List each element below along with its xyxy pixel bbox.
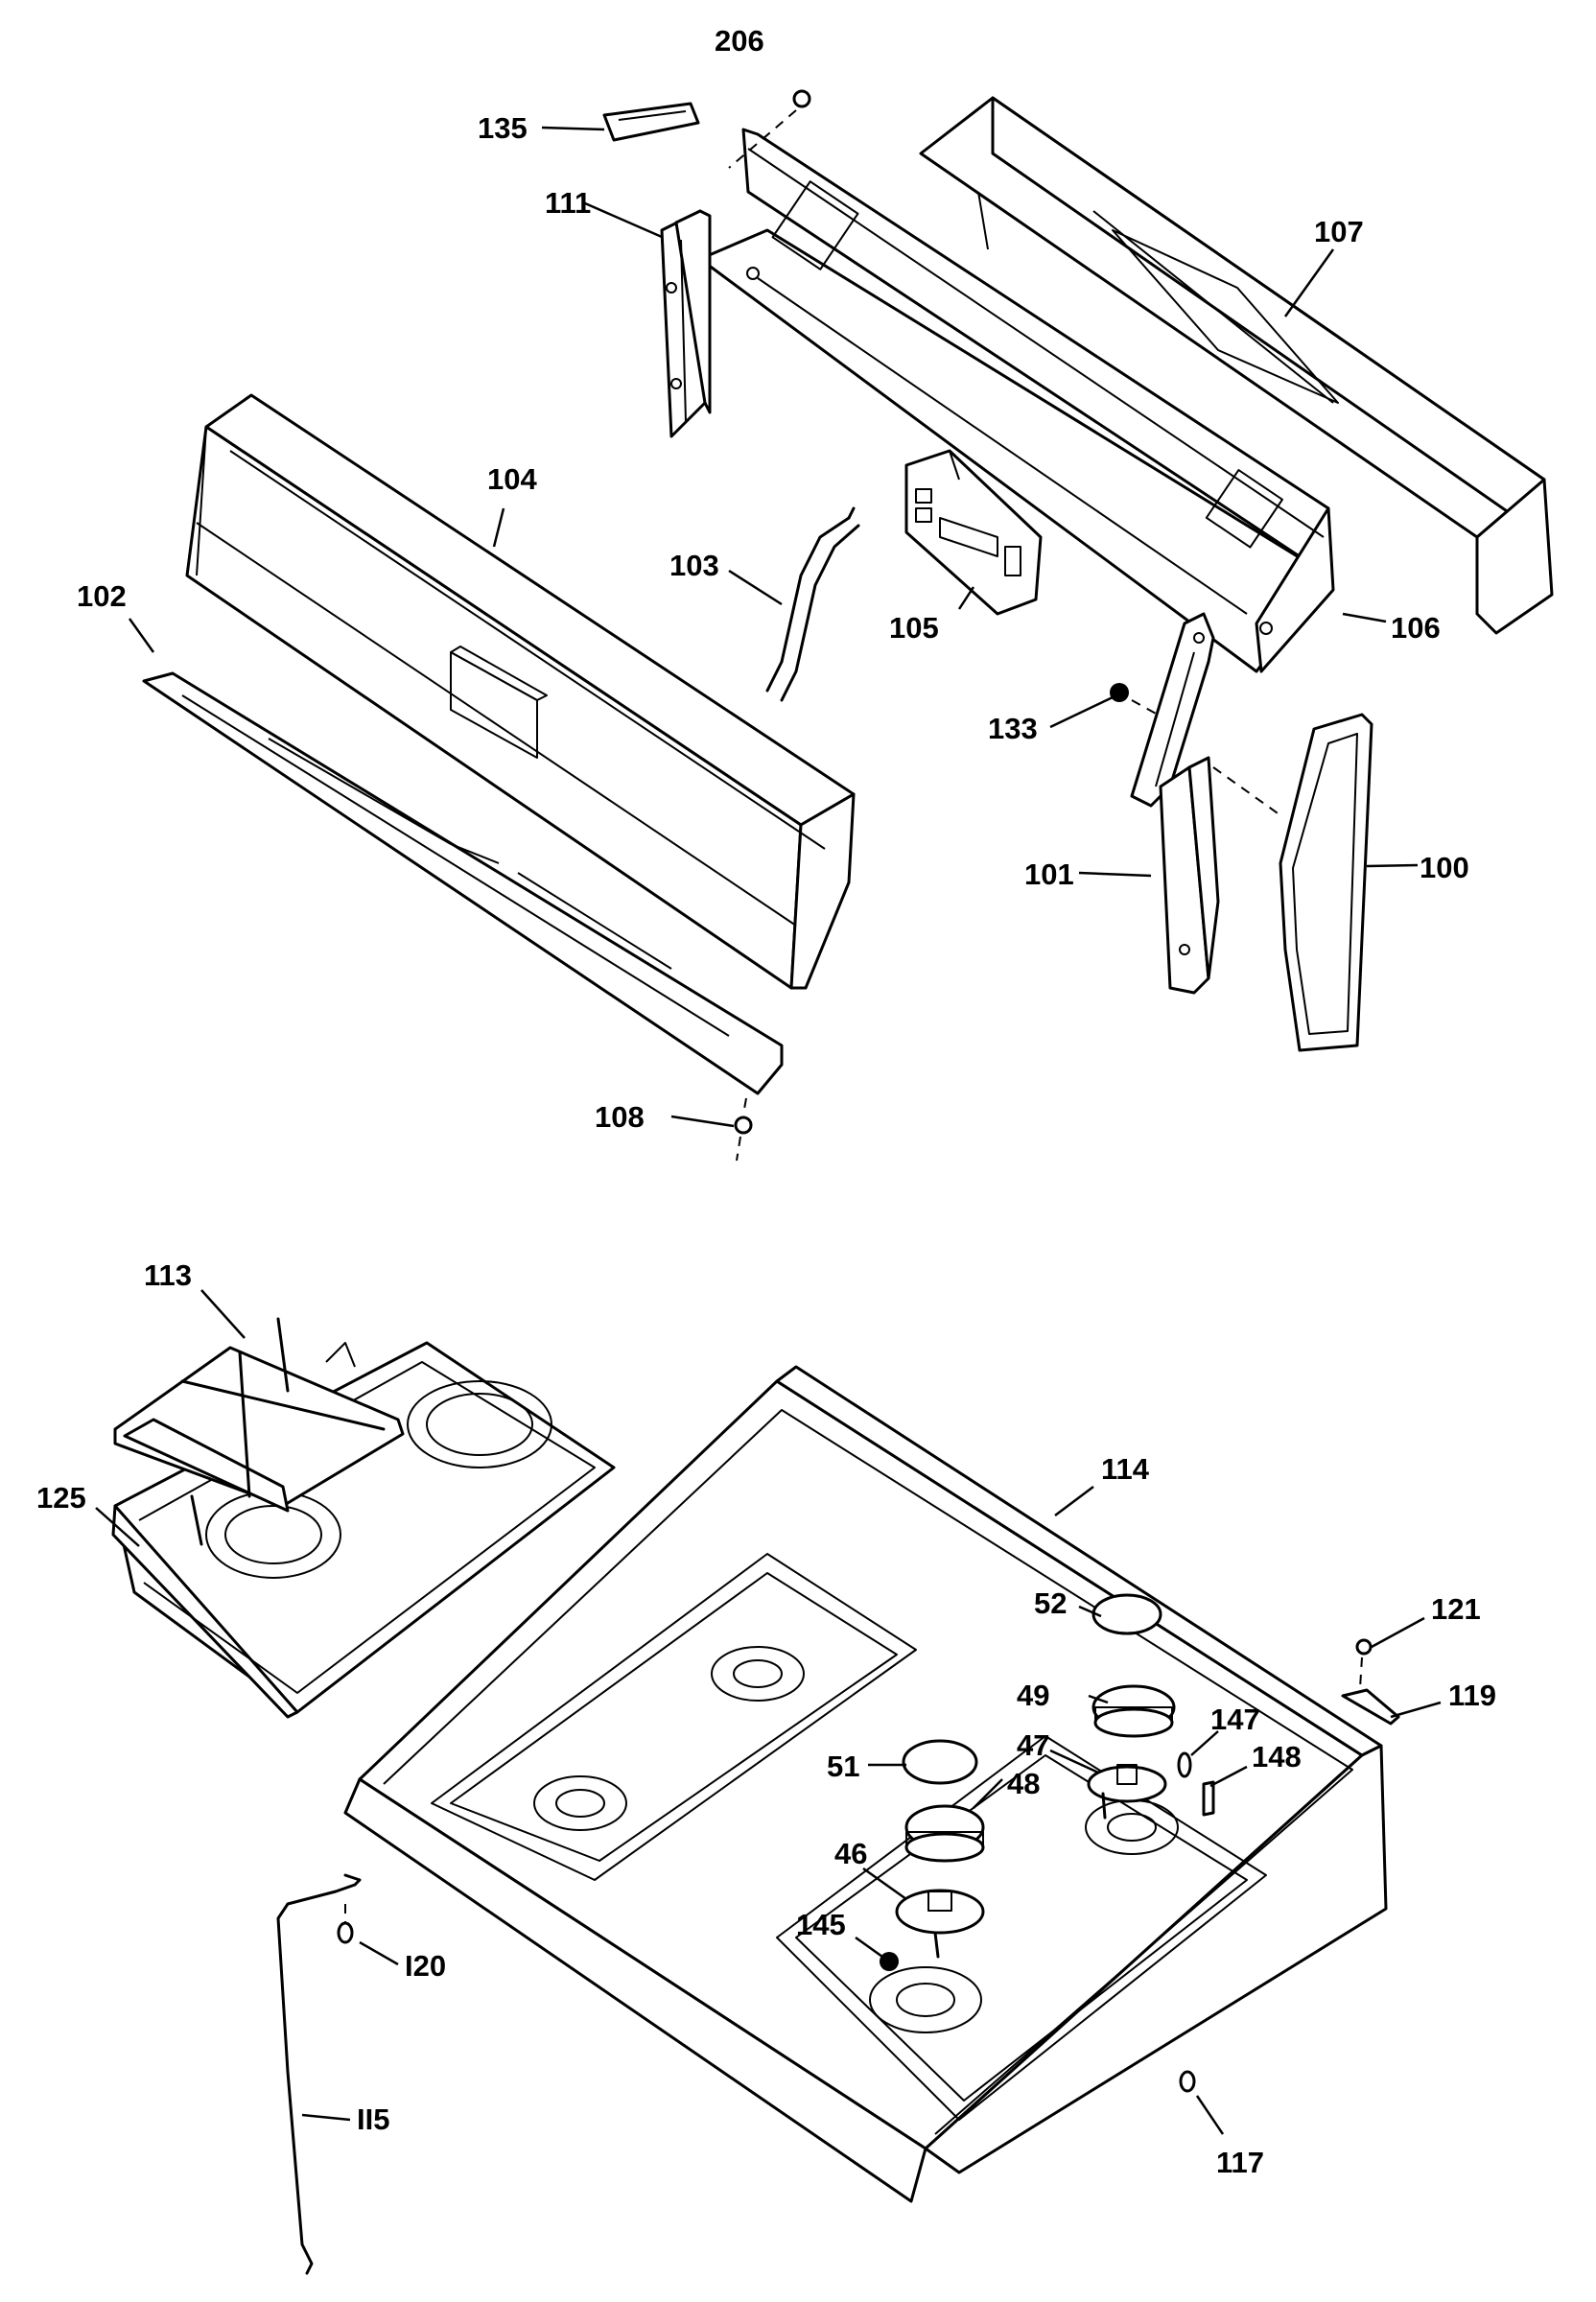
part-148-igniter [1202,1780,1215,1817]
part-102-trim [142,671,784,1095]
label-120: I20 [405,1949,446,1983]
part-107-top-cover [919,96,1554,635]
label-114: 114 [1101,1452,1150,1486]
part-119-bracket [1341,1688,1400,1726]
part-135-bracket [602,102,700,142]
label-51: 51 [827,1750,859,1783]
label-108: 108 [595,1100,645,1134]
label-115: II5 [357,2102,389,2136]
part-108-screw [734,1097,753,1162]
part-51-burner-cap [902,1739,978,1785]
label-101: 101 [1024,857,1074,891]
label-49: 49 [1017,1679,1049,1712]
part-206-screw [728,89,811,169]
part-104-control-panel [185,393,856,990]
part-101-side-bracket [1130,612,1281,995]
label-148: 148 [1252,1740,1302,1773]
label-107: 107 [1314,215,1364,248]
part-114-cooktop [343,1365,1388,2203]
part-121-screw [1355,1638,1373,1689]
part-117-screw [1179,2070,1196,2093]
label-52: 52 [1034,1586,1067,1620]
part-106-backguard-frame [698,128,1335,673]
label-103: 103 [669,549,719,582]
label-111: 111 [545,186,591,220]
part-labels: 206 135 111 107 104 103 102 105 106 133 … [36,24,1496,2179]
part-100-side-trim [1279,713,1373,1052]
label-119: 119 [1448,1679,1496,1712]
label-106: 106 [1391,611,1441,645]
label-135: 135 [478,111,528,145]
part-46-burner-base [895,1889,985,1959]
part-115-rod [276,1873,362,2275]
label-100: 100 [1420,851,1469,884]
label-104: 104 [487,462,537,496]
label-46: 46 [834,1837,867,1870]
label-121: 121 [1431,1592,1481,1626]
label-125: 125 [36,1481,86,1515]
label-102: 102 [77,579,127,613]
part-49-burner-head [1091,1684,1176,1738]
label-117: 117 [1216,2146,1264,2179]
part-47-burner-base [1087,1764,1167,1820]
part-103-bracket [765,506,860,702]
part-111-bracket [660,209,712,438]
part-105-clock-module [904,449,1043,616]
part-48-burner-head [904,1804,985,1863]
leader-lines [95,126,1442,2135]
part-147-igniter [1177,1751,1192,1778]
label-48: 48 [1007,1767,1040,1800]
label-147: 147 [1210,1703,1260,1736]
part-52-burner-cap [1091,1593,1162,1635]
part-113-grate [113,1317,405,1546]
label-206: 206 [715,24,764,58]
label-113: 113 [144,1258,192,1292]
label-145: 145 [796,1908,846,1941]
part-145-screw [880,1952,899,1971]
label-133: 133 [988,712,1038,745]
part-120-screw [337,1904,354,1944]
label-47: 47 [1017,1728,1049,1762]
label-105: 105 [889,611,939,645]
